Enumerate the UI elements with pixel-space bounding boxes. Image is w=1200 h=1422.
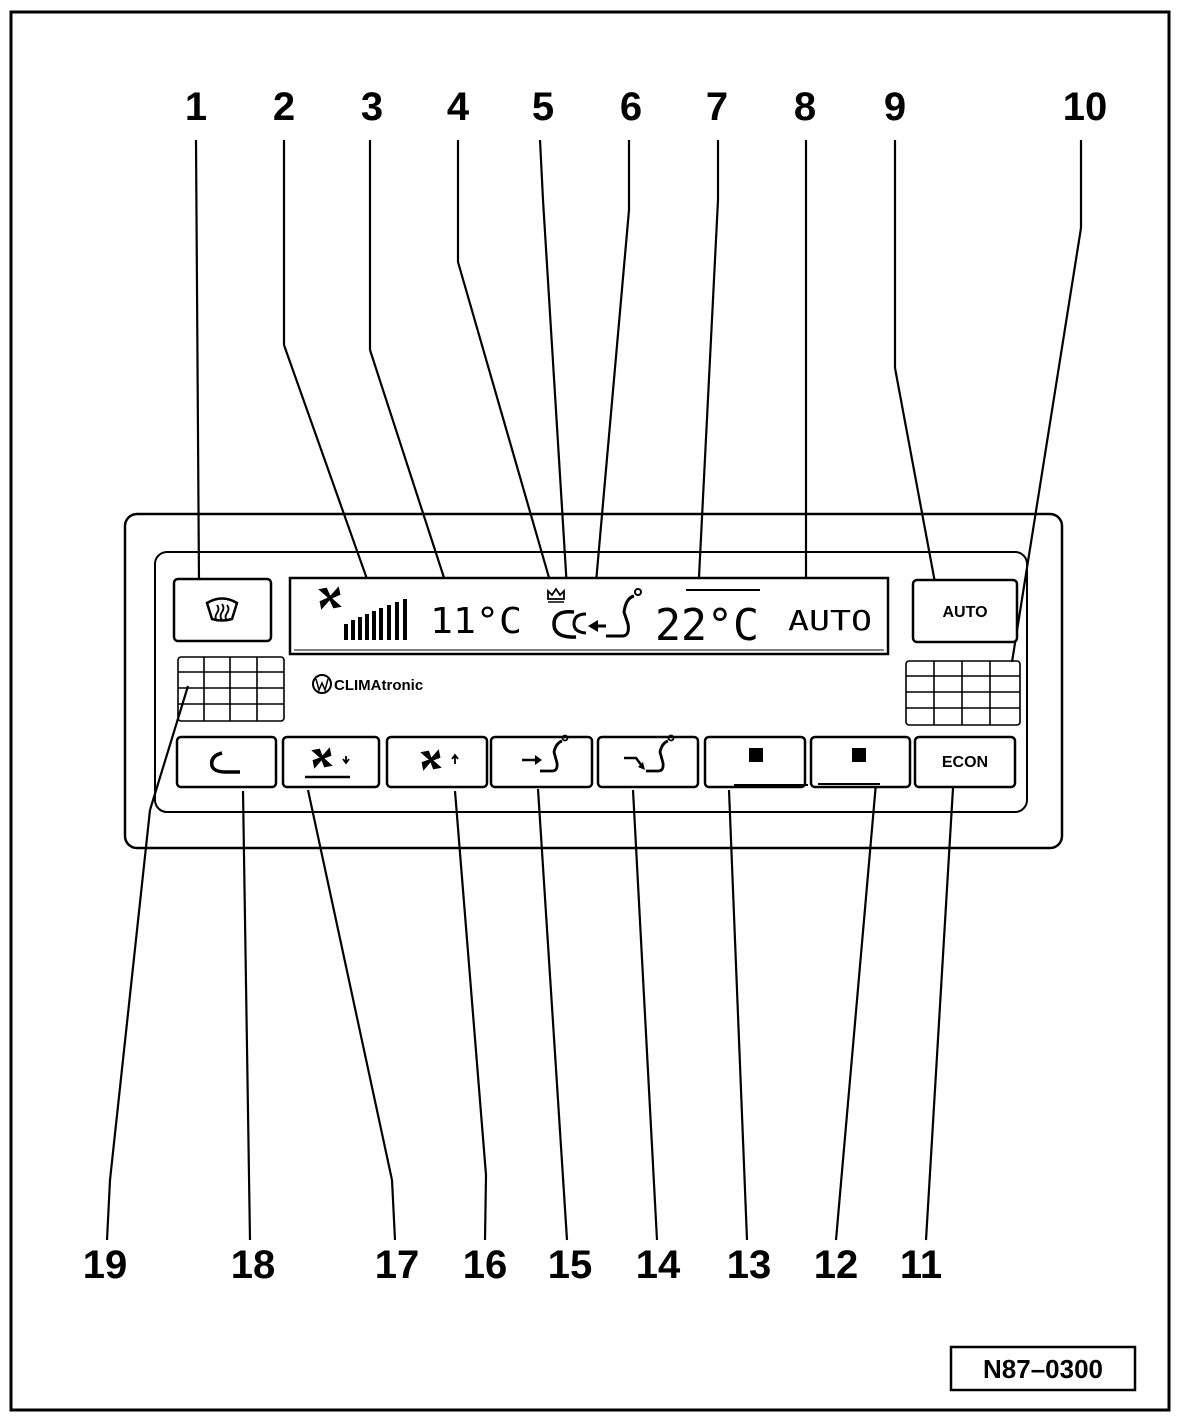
auto-mode-indicator: AUTO xyxy=(788,604,872,637)
callout-11: 11 xyxy=(900,1243,942,1287)
callout-8: 8 xyxy=(794,85,816,129)
callout-17: 17 xyxy=(375,1243,420,1287)
callout-7: 7 xyxy=(706,85,728,129)
leader-lines xyxy=(105,139,1083,1241)
leader-15 xyxy=(536,788,569,1241)
leader-3b xyxy=(368,349,450,591)
leader-19c xyxy=(105,1179,112,1241)
callout-12: 12 xyxy=(814,1243,859,1287)
leader-16b xyxy=(483,1174,488,1241)
outer-border xyxy=(9,10,1171,1412)
fan-speed-down-icon xyxy=(311,747,350,769)
auto-button-label: AUTO xyxy=(942,604,987,621)
callout-1: 1 xyxy=(185,85,207,129)
leader-10b xyxy=(1010,227,1083,663)
fan-speed-up-icon xyxy=(420,749,459,771)
set-temperature: 22°C xyxy=(655,600,759,651)
reference-code: N87–0300 xyxy=(983,1354,1103,1384)
fan-icon xyxy=(318,586,342,610)
defrost-button[interactable] xyxy=(172,577,273,643)
button-indicator-icon xyxy=(852,748,866,762)
callout-10: 10 xyxy=(1063,85,1108,129)
callout-2: 2 xyxy=(273,85,295,129)
leader-5 xyxy=(538,139,545,201)
leader-16 xyxy=(453,790,488,1176)
callout-18: 18 xyxy=(231,1243,276,1287)
brand-logo: CLIMAtronic xyxy=(312,674,423,694)
leader-6b xyxy=(592,209,631,606)
callout-6: 6 xyxy=(620,85,642,129)
recirculation-button-icon xyxy=(209,751,240,774)
leader-4b xyxy=(456,261,554,589)
callout-9: 9 xyxy=(884,85,906,129)
callout-3: 3 xyxy=(361,85,383,129)
callout-19: 19 xyxy=(83,1243,128,1287)
recirculation-icon xyxy=(552,610,587,639)
air-distribution-icon xyxy=(588,588,642,638)
left-vent-grille xyxy=(177,656,285,722)
fan-speed-down-button[interactable] xyxy=(281,735,381,789)
lcd-display: 11°C 22°C AUTO xyxy=(288,576,890,656)
blank-button-left[interactable] xyxy=(703,735,808,789)
bottom-callouts: 19 18 17 16 15 14 13 12 11 xyxy=(83,1243,942,1287)
leader-17b xyxy=(390,1179,397,1241)
leader-12 xyxy=(834,782,878,1241)
leader-17 xyxy=(306,789,394,1181)
air-to-footwell-button[interactable] xyxy=(596,734,700,789)
windshield-defrost-icon xyxy=(205,597,239,622)
callout-5: 5 xyxy=(532,85,554,129)
panel-outer-bezel xyxy=(123,512,1064,850)
fan-speed-up-button[interactable] xyxy=(385,735,489,789)
leader-19b xyxy=(108,809,152,1181)
leader-18 xyxy=(241,790,252,1241)
leader-1 xyxy=(194,139,201,584)
brand-name: CLIMAtronic xyxy=(334,677,423,694)
fan-speed-bars xyxy=(344,599,407,640)
reference-code-box: N87–0300 xyxy=(949,1345,1137,1392)
leader-7b xyxy=(696,199,720,598)
auto-button[interactable]: AUTO xyxy=(911,578,1019,644)
top-callouts: 1 2 3 4 5 6 7 8 9 10 xyxy=(185,85,1107,129)
callout-14: 14 xyxy=(636,1243,681,1287)
defrost-indicator-icon xyxy=(547,587,565,603)
air-to-body-button[interactable] xyxy=(489,734,594,789)
air-to-body-icon xyxy=(522,734,569,773)
leader-19 xyxy=(148,685,190,811)
callout-16: 16 xyxy=(463,1243,508,1287)
leader-13 xyxy=(727,789,749,1241)
callout-15: 15 xyxy=(548,1243,593,1287)
leader-9b xyxy=(893,367,938,589)
right-vent-grille xyxy=(905,660,1021,726)
recirculation-button[interactable] xyxy=(175,735,278,789)
leader-11 xyxy=(924,787,955,1241)
econ-button-label: ECON xyxy=(942,754,988,771)
control-panel: 11°C 22°C AUTO xyxy=(123,512,1064,850)
button-indicator-icon xyxy=(749,748,763,762)
leader-14 xyxy=(631,789,659,1241)
callout-13: 13 xyxy=(727,1243,772,1287)
blank-button-right[interactable] xyxy=(809,735,912,789)
outside-temperature: 11°C xyxy=(430,601,522,642)
econ-button[interactable]: ECON xyxy=(913,735,1017,789)
air-to-footwell-icon xyxy=(624,734,675,773)
panel-inner-bezel xyxy=(154,551,1028,813)
callout-4: 4 xyxy=(447,85,470,129)
leader-5b xyxy=(541,199,570,606)
leader-2b xyxy=(282,344,380,611)
